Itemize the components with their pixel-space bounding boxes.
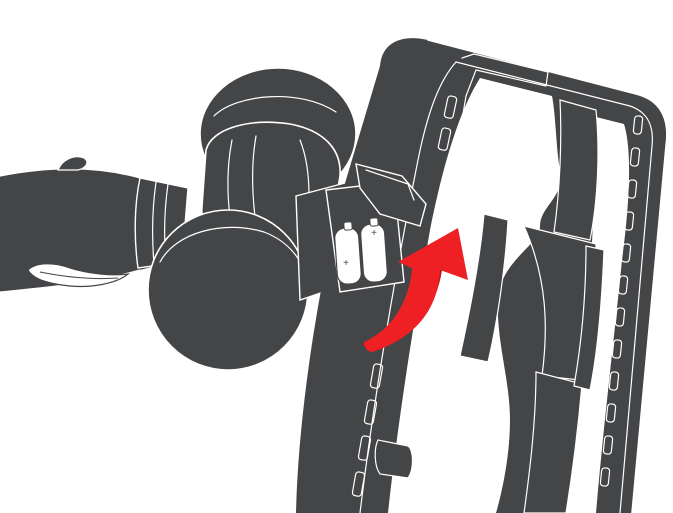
head-foot	[375, 440, 412, 478]
front-disc	[148, 210, 308, 370]
battery-2-polarity: +	[371, 228, 377, 239]
hose-tab-top	[58, 157, 87, 170]
center-bar-top	[554, 100, 598, 240]
battery-1-polarity: +	[343, 258, 349, 269]
